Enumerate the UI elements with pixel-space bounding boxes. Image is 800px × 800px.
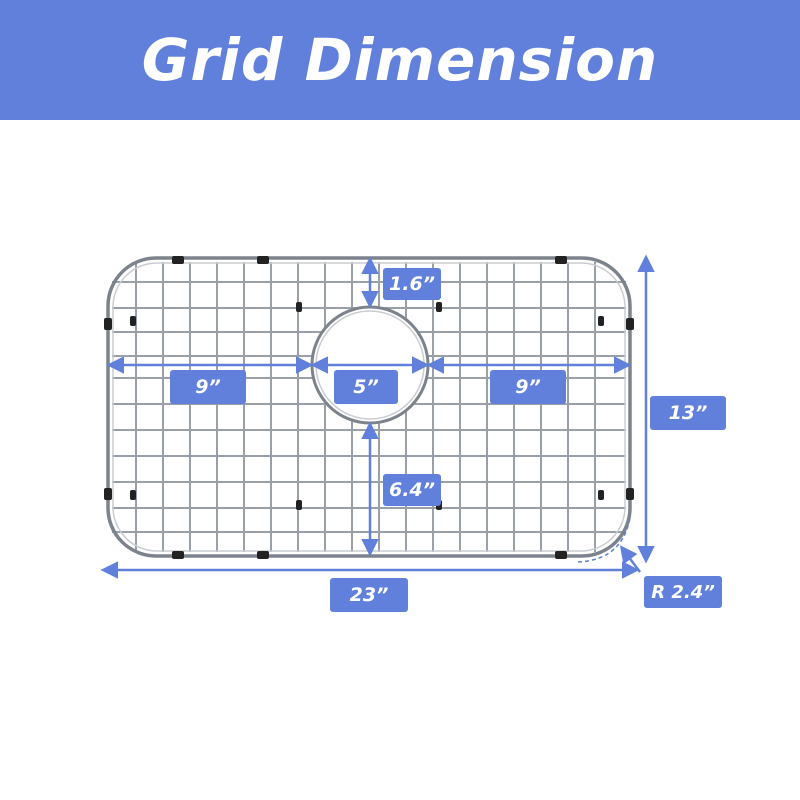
dim-label-width: 23” — [330, 578, 408, 612]
bumper-clip — [626, 488, 634, 500]
bumper-clip — [172, 551, 184, 559]
dim-label-center-hole: 5” — [334, 370, 398, 404]
bumper-clip — [257, 551, 269, 559]
bumper-clip — [296, 302, 302, 312]
dim-label-left-section: 9” — [170, 370, 246, 404]
dim-label-top-to-hole: 1.6” — [383, 268, 441, 300]
bumper-clip — [555, 551, 567, 559]
title-banner: Grid Dimension — [0, 0, 800, 120]
dim-label-corner-radius: R 2.4” — [644, 576, 722, 608]
bumper-clip — [598, 490, 604, 500]
dim-line-radius — [619, 545, 641, 573]
page-title: Grid Dimension — [141, 26, 659, 94]
bumper-clip — [626, 318, 634, 330]
dim-label-right-section: 9” — [490, 370, 566, 404]
bumper-clip — [555, 256, 567, 264]
bumper-clip — [130, 490, 136, 500]
bumper-clip — [257, 256, 269, 264]
bumper-clip — [172, 256, 184, 264]
bumper-clip — [296, 500, 302, 510]
dimension-lines — [100, 254, 655, 579]
bumper-clip — [130, 316, 136, 326]
bumper-clip — [598, 316, 604, 326]
dim-label-height: 13” — [650, 396, 726, 430]
bumper-clip — [104, 488, 112, 500]
rubber-bumpers — [104, 256, 634, 559]
bumper-clip — [436, 302, 442, 312]
radius-arc-guide — [577, 517, 631, 563]
dim-label-hole-to-bottom: 6.4” — [383, 474, 441, 506]
bumper-clip — [104, 318, 112, 330]
